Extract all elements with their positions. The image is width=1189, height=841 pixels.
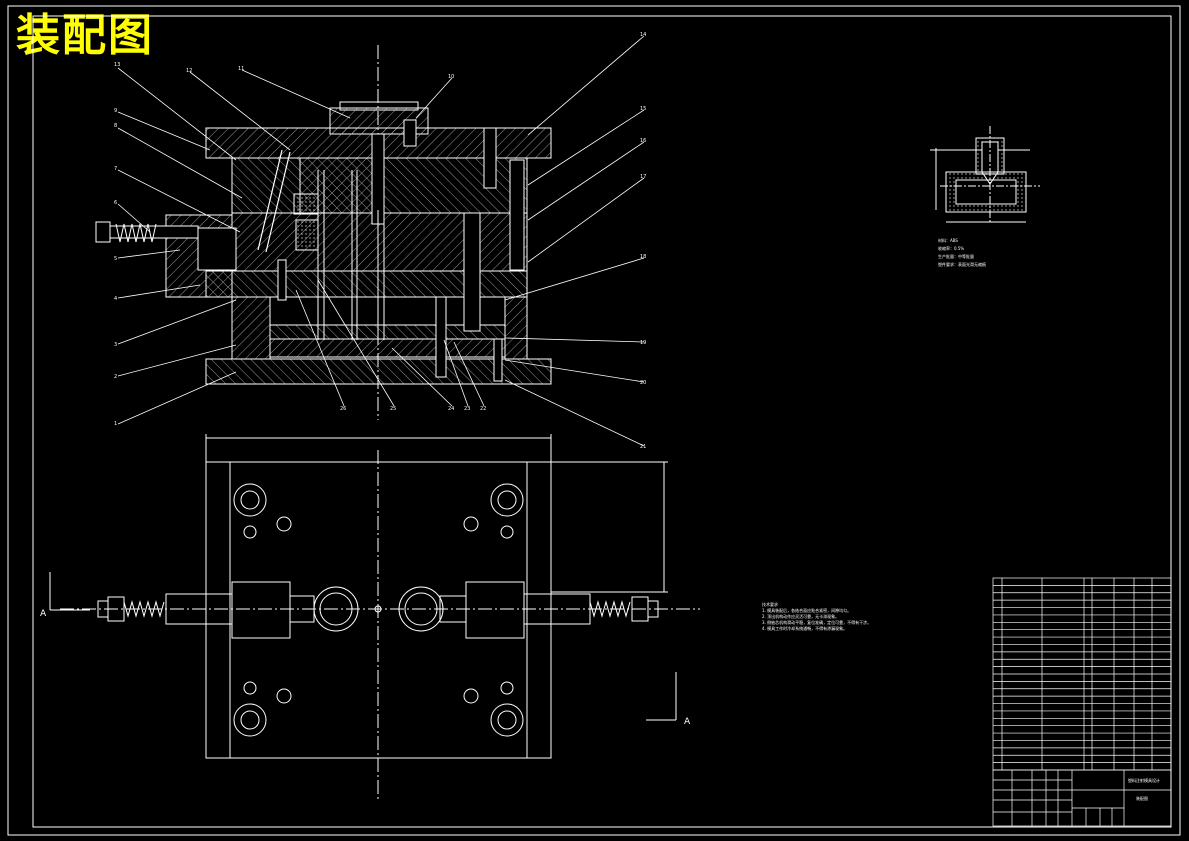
tech-req-heading: 技术要求 — [762, 601, 778, 607]
title-block — [992, 769, 1172, 827]
drawing-title: 装配图 — [16, 10, 154, 61]
tech-req-4: 4. 模具工作时冷却系统通畅，不得有渗漏现象。 — [762, 625, 847, 631]
callout-18: 18 — [640, 254, 646, 260]
callout-25: 25 — [390, 406, 396, 412]
detail-note-4: 塑件要求：表面光滑无缩痕 — [938, 261, 986, 267]
section-view — [95, 45, 552, 420]
callout-5: 5 — [114, 256, 117, 262]
callout-23: 23 — [464, 406, 470, 412]
part-detail — [930, 126, 1040, 223]
callout-21: 21 — [640, 444, 646, 450]
callout-labels: 13 12 11 10 9 8 7 6 5 4 3 2 1 26 25 24 2… — [114, 32, 646, 450]
callout-3: 3 — [114, 342, 117, 348]
callout-4: 4 — [114, 296, 117, 302]
detail-note-2: 收缩率：0.5% — [938, 245, 964, 251]
section-label-left: A — [40, 609, 47, 619]
parts-list — [992, 577, 1172, 771]
callout-20: 20 — [640, 380, 646, 386]
tech-req-3: 3. 侧抽芯机构滑动平稳，复位准确，定位可靠，不得有干涉。 — [762, 619, 871, 625]
callout-13: 13 — [114, 62, 120, 68]
detail-note-3: 生产批量：中等批量 — [938, 253, 974, 259]
callout-8: 8 — [114, 123, 117, 129]
leader-lines — [117, 35, 645, 447]
tech-req-1: 1. 模具装配后，各结合面应贴合紧密，间隙均匀。 — [762, 607, 851, 613]
title-block-drawing-name: 塑料注射模具设计 — [1128, 777, 1160, 783]
callout-15: 15 — [640, 106, 646, 112]
callout-19: 19 — [640, 340, 646, 346]
callout-14: 14 — [640, 32, 646, 38]
callout-24: 24 — [448, 406, 454, 412]
detail-note-1: 材料：ABS — [938, 237, 958, 243]
callout-6: 6 — [114, 200, 117, 206]
callout-9: 9 — [114, 108, 117, 114]
callout-12: 12 — [186, 68, 192, 74]
title-block-drawing-type: 装配图 — [1136, 795, 1148, 801]
callout-1: 1 — [114, 421, 117, 427]
callout-22: 22 — [480, 406, 486, 412]
callout-2: 2 — [114, 374, 117, 380]
tech-requirements: 技术要求 1. 模具装配后，各结合面应贴合紧密，间隙均匀。 2. 顶出机构动作应… — [762, 601, 871, 631]
detail-notes: 材料：ABS 收缩率：0.5% 生产批量：中等批量 塑件要求：表面光滑无缩痕 — [938, 237, 986, 267]
inner-border — [32, 15, 1172, 828]
callout-11: 11 — [238, 66, 244, 72]
plan-view — [49, 434, 700, 800]
tech-req-2: 2. 顶出机构动作应灵活可靠，无卡滞现象。 — [762, 613, 839, 619]
outer-border — [7, 5, 1181, 836]
section-label-right: A — [684, 717, 691, 727]
callout-7: 7 — [114, 166, 117, 172]
callout-26: 26 — [340, 406, 346, 412]
callout-16: 16 — [640, 138, 646, 144]
callout-10: 10 — [448, 74, 454, 80]
callout-17: 17 — [640, 174, 646, 180]
